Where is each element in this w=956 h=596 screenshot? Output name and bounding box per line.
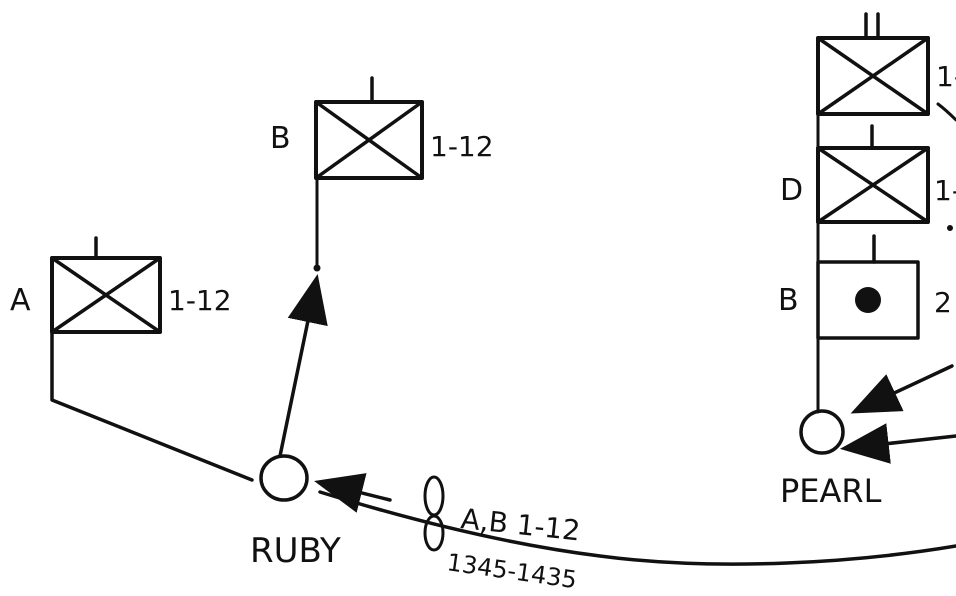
right-top-unit-symbol: [816, 12, 930, 116]
unit-a-symbol: [50, 236, 162, 334]
right-unit-b-letter: B: [778, 283, 799, 318]
right-unit-b-designation: 2: [934, 286, 952, 319]
movement-figure-eight-symbol: [423, 475, 445, 552]
unit-a-letter: A: [10, 283, 31, 318]
right-top-designation: 1-: [936, 60, 956, 93]
unit-b-designation: 1-12: [430, 130, 494, 163]
unit-b-symbol: [314, 76, 424, 180]
edge-mark-top: [936, 102, 956, 122]
unit-d-designation: 1-: [934, 174, 956, 207]
main-movement-route: [318, 490, 956, 566]
unit-a-route: [50, 330, 254, 482]
arrow-into-pearl-upper: [850, 364, 954, 414]
unit-a-designation: 1-12: [168, 284, 232, 317]
route-arrow-to-ruby: [314, 473, 392, 513]
ruby-label: RUBY: [250, 531, 341, 571]
unit-d-letter: D: [780, 173, 803, 208]
right-unit-b-symbol: [816, 234, 920, 340]
pearl-location-circle: [799, 409, 845, 455]
arrow-into-pearl-lower: [839, 423, 956, 464]
movement-units-label: A,B 1-12: [459, 502, 582, 547]
movement-time-label: 1345-1435: [445, 548, 578, 594]
unit-b-staff-point: [313, 264, 321, 272]
unit-b-letter: B: [270, 121, 291, 156]
unit-d-symbol: [816, 124, 930, 224]
edge-mark-dot: [947, 225, 953, 231]
artillery-dot: [855, 287, 881, 313]
pearl-label: PEARL: [780, 472, 882, 510]
ruby-location-circle: [259, 454, 309, 502]
ruby-to-unit-b-arrow: [278, 274, 328, 458]
